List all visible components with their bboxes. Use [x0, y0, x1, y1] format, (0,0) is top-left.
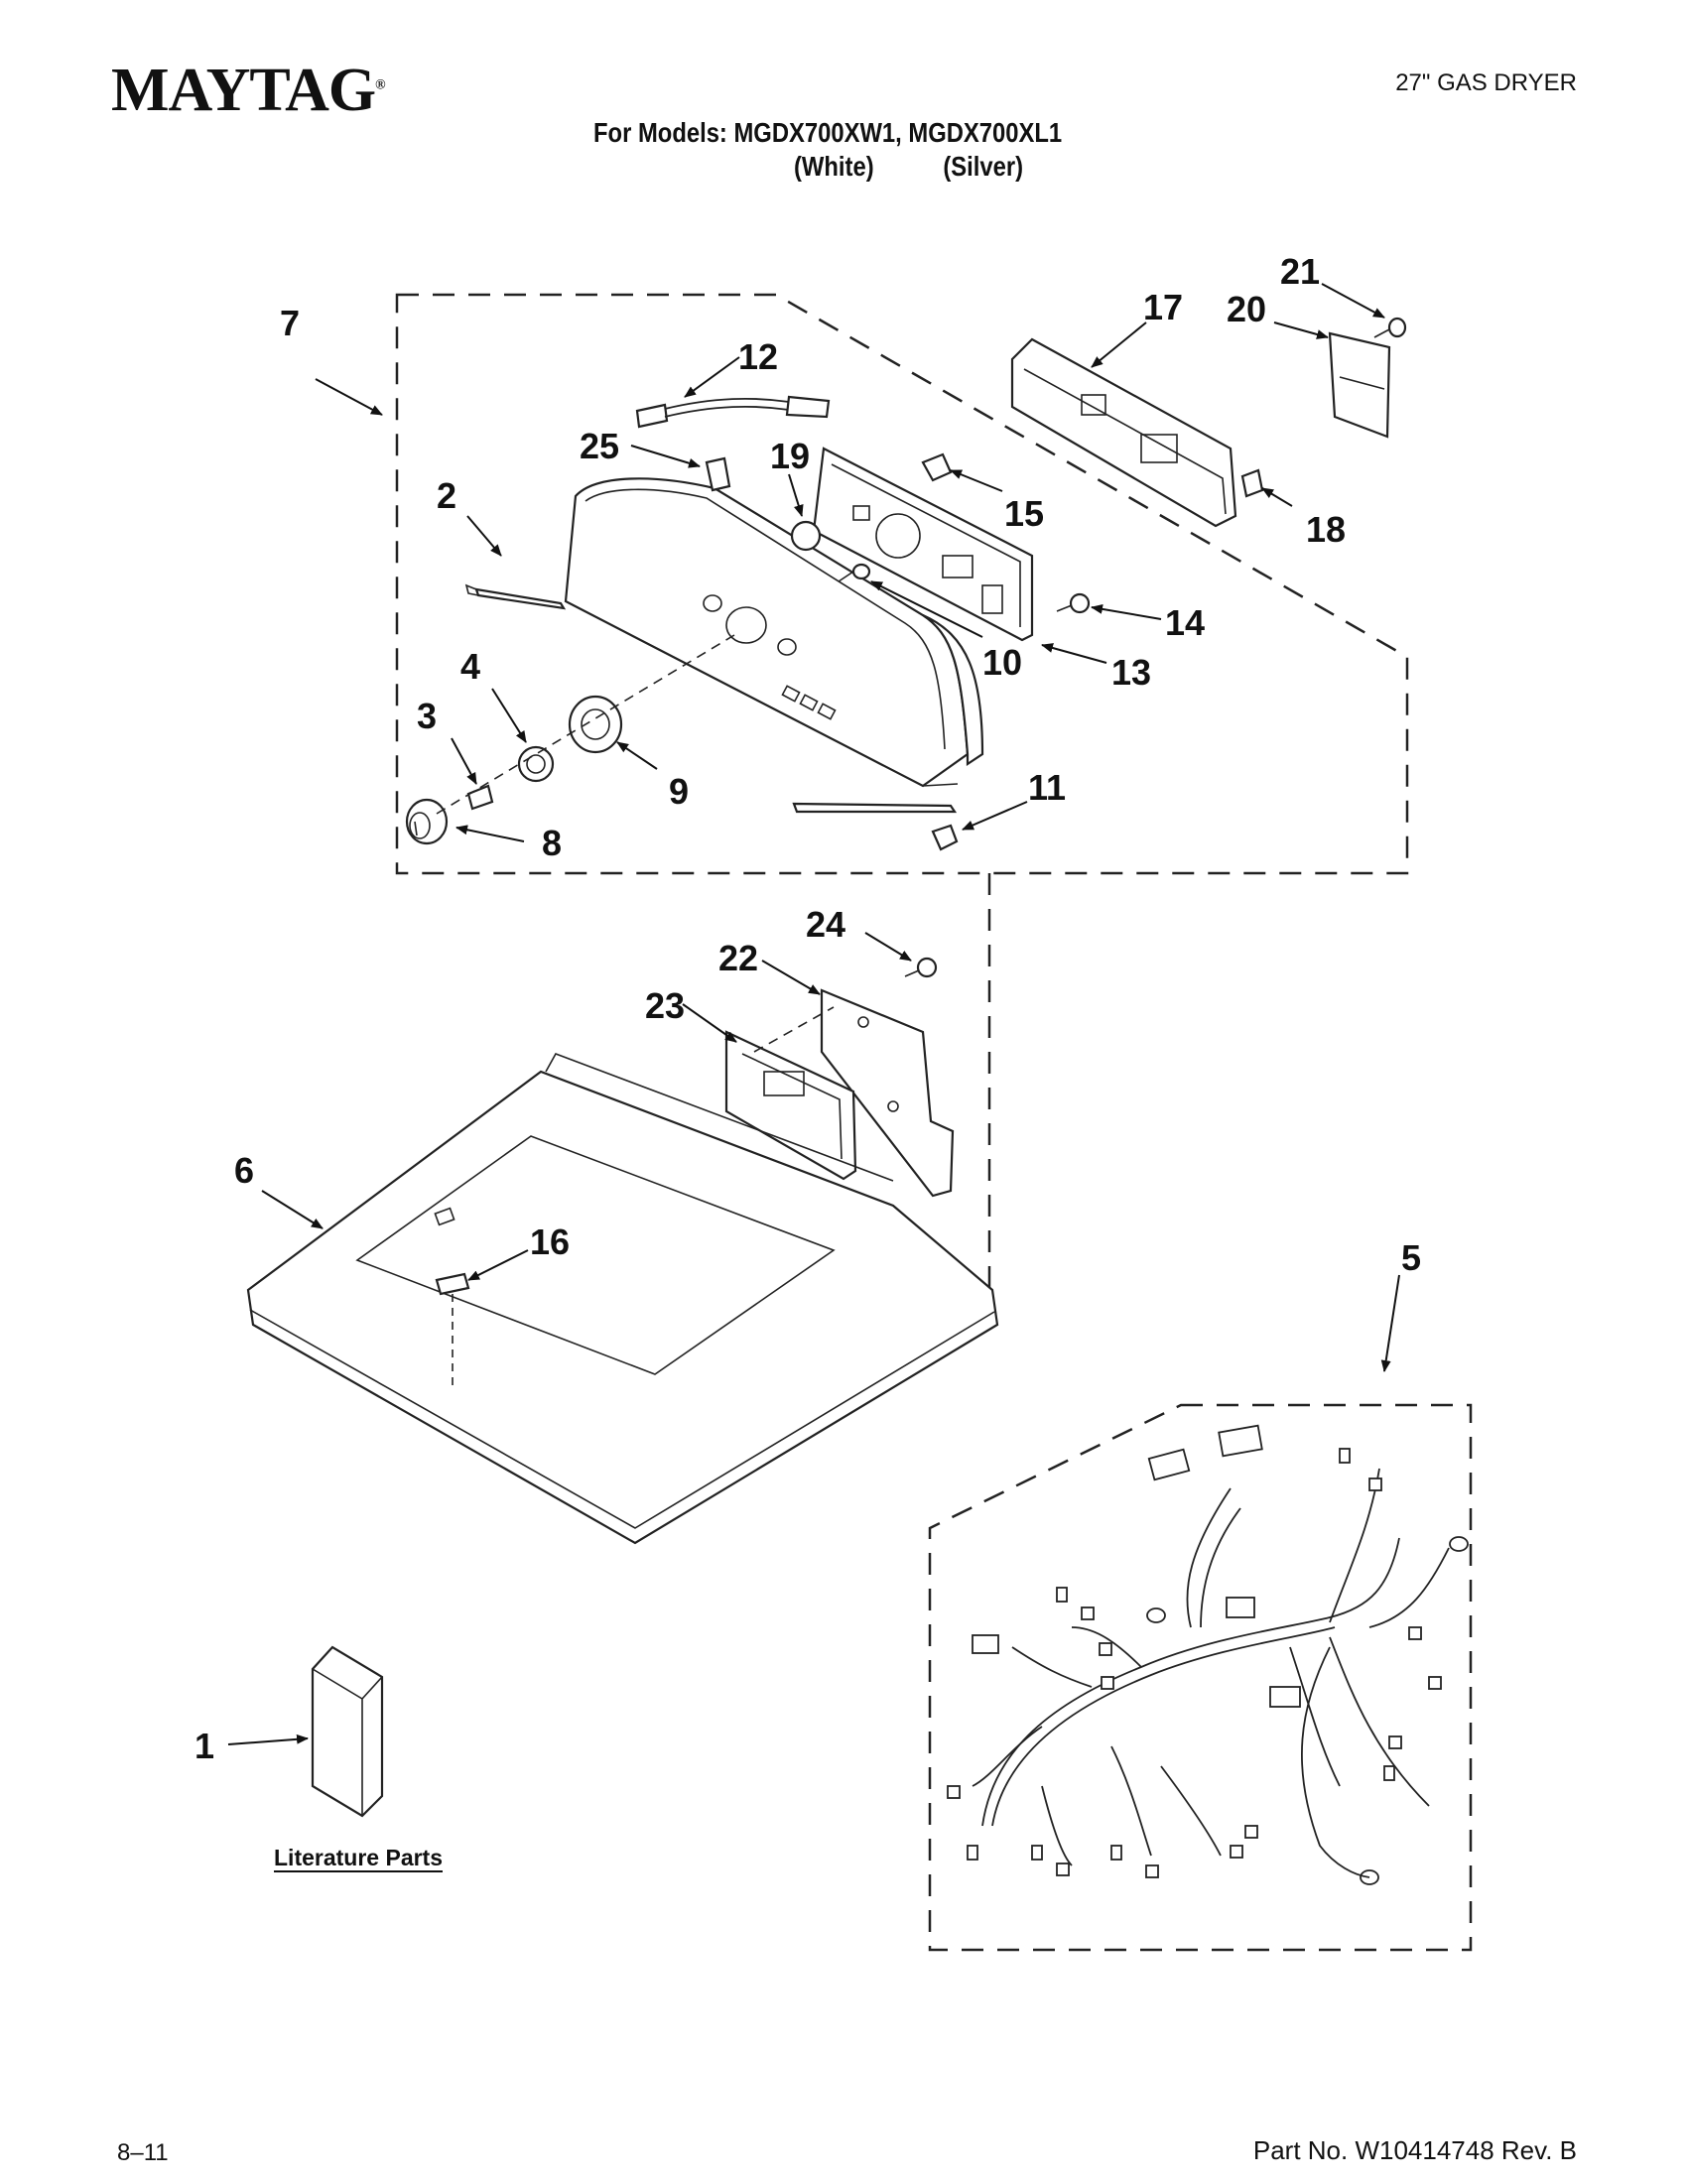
switch: [921, 452, 953, 482]
callout-3: 3: [417, 696, 437, 736]
knob: [405, 798, 449, 845]
screw-10: [838, 563, 871, 582]
trim-strip: [474, 587, 567, 610]
product-title: 27" GAS DRYER: [1395, 69, 1577, 96]
callout-5: 5: [1401, 1237, 1421, 1278]
callout-21: 21: [1280, 251, 1320, 292]
callout-24: 24: [806, 904, 845, 945]
callout-11: 11: [1028, 767, 1066, 808]
callout-7: 7: [280, 303, 300, 343]
bracket-18: [1240, 468, 1264, 498]
callout-22: 22: [718, 938, 758, 978]
encoder-bezel: [568, 695, 623, 754]
models-line: For Models: MGDX700XW1, MGDX700XL1: [593, 117, 1063, 148]
mounting-plate: [820, 988, 955, 1198]
callout-16: 16: [530, 1221, 570, 1262]
callout-19: 19: [770, 436, 810, 476]
callout-1: 1: [195, 1726, 214, 1766]
callout-25: 25: [580, 426, 619, 466]
callout-23: 23: [645, 985, 685, 1026]
callout-4: 4: [460, 646, 480, 687]
brand-logo: MAYTAG®: [111, 57, 386, 124]
literature-booklet: [311, 1645, 384, 1818]
callout-10: 10: [982, 642, 1022, 683]
harness-group-boundary: [928, 1403, 1473, 1952]
lower-trim: [792, 802, 958, 814]
console-group-boundary: [395, 293, 1409, 875]
callout-6: 6: [234, 1150, 254, 1191]
footer-part-number: Part No. W10414748 Rev. B: [1252, 2135, 1577, 2165]
footer-date: 8–11: [117, 2139, 169, 2166]
callout-12: 12: [738, 336, 778, 377]
callout-9: 9: [669, 771, 689, 812]
wire-connector: [635, 395, 831, 429]
variant-white: (White): [794, 151, 874, 182]
literature-parts-label: Literature Parts: [274, 1845, 443, 1870]
wire-harness: [947, 1424, 1469, 1885]
clip: [931, 824, 959, 851]
callout-15: 15: [1004, 493, 1044, 534]
callout-14: 14: [1165, 602, 1205, 643]
callout-18: 18: [1306, 509, 1346, 550]
variant-silver: (Silver): [943, 151, 1024, 182]
control-board: [812, 447, 1034, 642]
rear-panel: [1010, 337, 1237, 528]
model-variants: (White) (Silver): [794, 151, 1023, 183]
bracket: [705, 456, 731, 492]
knob-ring: [517, 745, 555, 783]
callout-8: 8: [542, 823, 562, 863]
callout-20: 20: [1227, 289, 1266, 329]
control-module: [724, 1030, 857, 1181]
screw-14: [1056, 592, 1091, 614]
callout-2: 2: [437, 475, 456, 516]
lens: [790, 520, 822, 552]
screw-24: [904, 957, 938, 978]
callout-17: 17: [1143, 287, 1183, 327]
screw-21: [1373, 317, 1407, 338]
callout-13: 13: [1111, 652, 1151, 693]
pad: [435, 1272, 470, 1296]
top-panel: [246, 1053, 999, 1545]
console-panel: [564, 477, 984, 788]
knob-spring: [466, 784, 494, 811]
cover: [1328, 331, 1391, 439]
